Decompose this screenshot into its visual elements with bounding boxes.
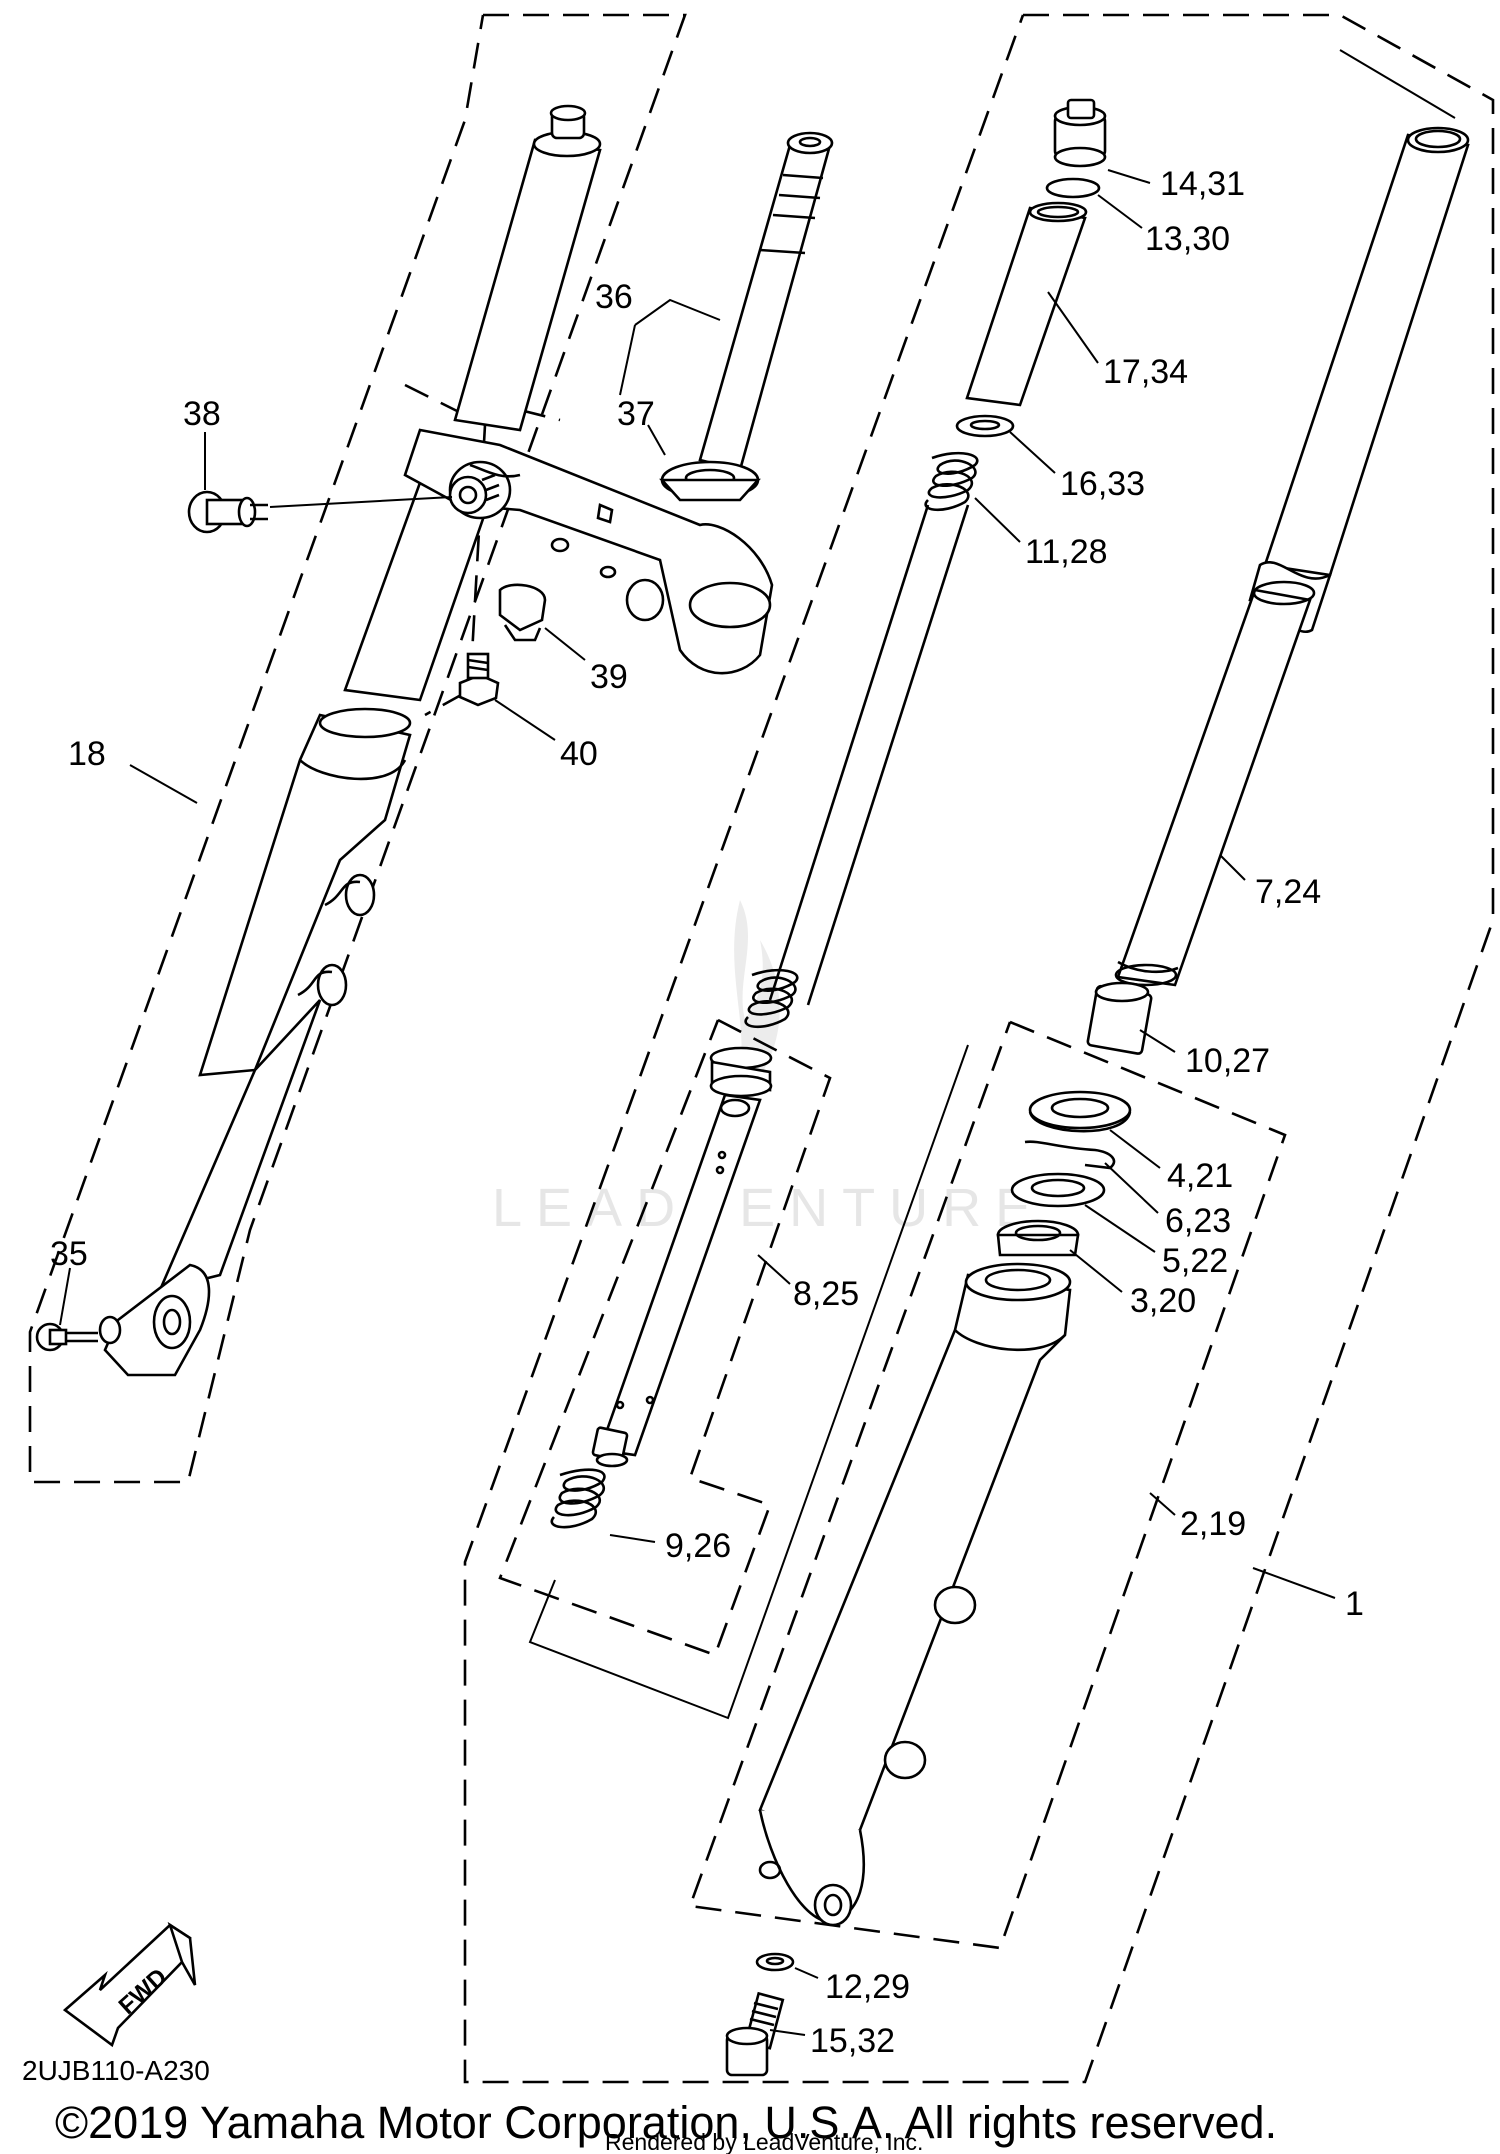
steering-stem: [659, 131, 834, 502]
callout-36: 36: [595, 278, 633, 316]
callout-17-34: 17,34: [1103, 353, 1188, 391]
cap-bolt-14-31: [1053, 98, 1107, 168]
callout-12-29: 12,29: [825, 1968, 910, 2006]
watermark-text: LEADVENTURE: [492, 1178, 1045, 1238]
callout-9-26: 9,26: [665, 1527, 731, 1565]
bolt-15-32: [725, 1991, 785, 2077]
callout-35: 35: [50, 1235, 88, 1273]
callout-38: 38: [183, 395, 221, 433]
screw-35: [35, 1322, 98, 1352]
bolt-40: [458, 652, 500, 707]
callout-39: 39: [590, 658, 628, 696]
callout-8-25: 8,25: [793, 1275, 859, 1313]
washer-5-22: [1010, 1172, 1106, 1208]
assembly-boundaries: [28, 13, 1495, 2084]
callout-14-31: 14,31: [1160, 165, 1245, 203]
inner-tube-7-24: [1114, 126, 1470, 987]
rendered-by-text: Rendered by LeadVenture, Inc.: [605, 2129, 923, 2154]
rebound-spring-9-26: [550, 1468, 606, 1529]
callout-7-24: 7,24: [1255, 873, 1321, 911]
under-bracket: [403, 428, 774, 675]
callout-18: 18: [68, 735, 106, 773]
callout-1: 1: [1345, 1585, 1364, 1623]
callout-5-22: 5,22: [1162, 1242, 1228, 1280]
washer-12-29: [755, 1952, 795, 1972]
callout-15-32: 15,32: [810, 2022, 895, 2060]
left-fork-assembly: [98, 104, 602, 1377]
callout-4-21: 4,21: [1167, 1157, 1233, 1195]
spacer-17-34: [965, 201, 1088, 407]
leader-lines: [59, 49, 1456, 2036]
callout-16-33: 16,33: [1060, 465, 1145, 503]
o-ring-13-30: [1045, 177, 1101, 199]
outer-tube-2-19: [758, 1262, 1072, 1927]
callout-3-20: 3,20: [1130, 1282, 1196, 1320]
cable-guide-39: [498, 583, 547, 642]
copyright-text: ©2019 Yamaha Motor Corporation, U.S.A. A…: [55, 2097, 1277, 2148]
damper-rod-8-25: [591, 1046, 773, 1468]
callout-2-19: 2,19: [1180, 1505, 1246, 1543]
fwd-arrow-icon: FWD: [62, 1921, 197, 2048]
clip-6-23: [1024, 1140, 1116, 1170]
leadventure-watermark: LEADVENTURE: [492, 900, 1045, 1238]
drawing-code: 2UJB110-A230: [22, 2055, 210, 2086]
callout-11-28: 11,28: [1025, 533, 1108, 571]
callout-10-27: 10,27: [1185, 1042, 1270, 1080]
bushing-10-27: [1086, 981, 1153, 1055]
callout-13-30: 13,30: [1145, 220, 1230, 258]
callout-37: 37: [617, 395, 655, 433]
bolt-38: [187, 490, 453, 534]
callout-6-23: 6,23: [1165, 1202, 1231, 1240]
oil-seal-4-21: [1028, 1090, 1132, 1133]
washer-16-33: [955, 414, 1015, 438]
bushing-3-20: [996, 1219, 1080, 1257]
callout-40: 40: [560, 735, 598, 773]
callout-labels: 14,31 13,30 17,34 16,33 11,28 7,24 10,27…: [50, 165, 1364, 2060]
fork-spring-11-28: [744, 451, 979, 1029]
